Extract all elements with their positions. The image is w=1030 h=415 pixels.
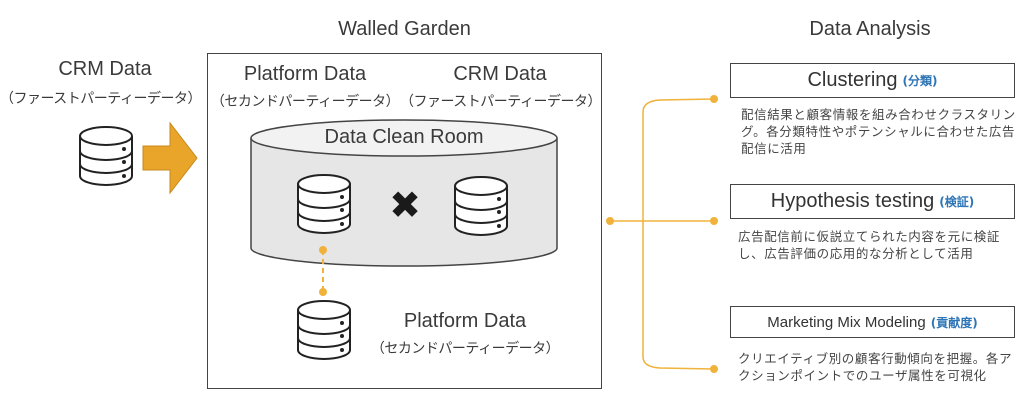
platform-data-subtitle: （セカンドパーティーデータ） — [210, 94, 400, 110]
walled-garden-title: Walled Garden — [338, 18, 471, 40]
bottom-platform-label: Platform Data — [403, 310, 527, 332]
crm-data-subtitle: （ファーストパーティーデータ） — [400, 94, 601, 110]
mmm-tag: (貢献度) — [930, 315, 978, 330]
platform-data-label: Platform Data — [243, 63, 367, 85]
analysis-title: Data Analysis — [809, 18, 931, 40]
hypothesis-box: Hypothesis testing (検証) — [730, 184, 1015, 219]
crm-database-icon — [79, 126, 133, 186]
clustering-desc: 配信結果と顧客情報を組み合わせクラスタリング。各分類特性やポテンシャルに合わせた… — [741, 107, 1016, 156]
mmm-title: Marketing Mix Modeling — [767, 313, 926, 331]
hypothesis-desc: 広告配信前に仮説立てられた内容を元に検証し、広告評価の応用的な分析として活用 — [738, 229, 1001, 261]
clustering-box: Clustering (分類) — [730, 63, 1015, 98]
clean-room-label: Data Clean Room — [324, 126, 484, 148]
clustering-tag: (分類) — [902, 74, 938, 88]
crm-title: CRM Data — [58, 58, 152, 80]
mmm-box: Marketing Mix Modeling (貢献度) — [730, 306, 1015, 338]
analysis-connector — [610, 98, 715, 370]
walled-garden-box — [207, 53, 602, 389]
crm-subtitle: （ファーストパーティーデータ） — [0, 91, 201, 107]
clustering-title: Clustering — [807, 69, 898, 91]
arrow-right-icon — [142, 121, 198, 195]
mmm-desc: クリエイティブ別の顧客行動傾向を把握。各アクションポイントでのユーザ属性を可視化 — [738, 351, 1013, 383]
hypothesis-title: Hypothesis testing — [770, 190, 935, 212]
bottom-platform-subtitle: （セカンドパーティーデータ） — [370, 341, 560, 357]
hypothesis-tag: (検証) — [939, 195, 975, 209]
join-icon: ✖ — [389, 183, 421, 227]
crm-data-label: CRM Data — [453, 63, 547, 85]
